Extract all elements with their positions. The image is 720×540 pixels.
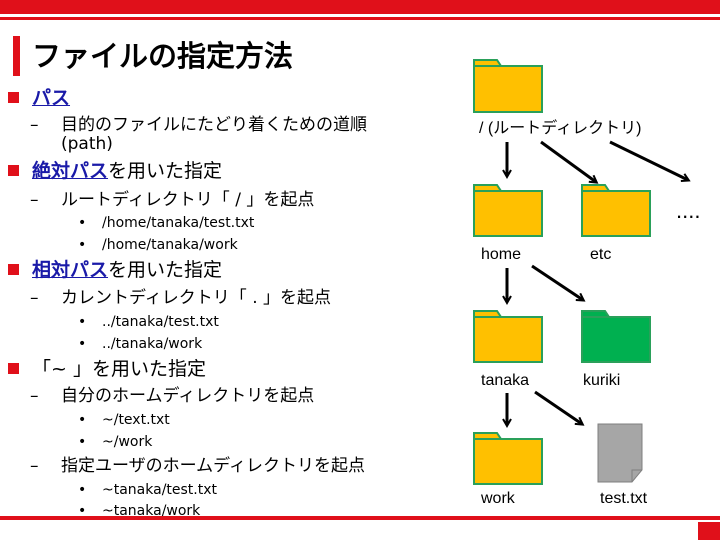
bullet-square-icon — [8, 264, 19, 275]
testfile-label: test.txt — [600, 490, 648, 507]
bullet-square-icon — [8, 363, 19, 374]
arrow-home-kuriki — [531, 264, 583, 300]
title-marker — [13, 36, 20, 76]
ellipsis-label: .... — [676, 198, 700, 223]
etc-folder-icon[interactable] — [581, 184, 651, 237]
file-icon[interactable] — [597, 423, 643, 483]
term-absolute-link[interactable]: 絶対パス — [32, 160, 109, 182]
term-relative-link[interactable]: 相対パス — [32, 259, 109, 281]
kuriki-folder-icon[interactable] — [581, 310, 651, 363]
bullet-square-icon — [8, 92, 19, 103]
top-bar — [0, 0, 720, 14]
corner-box — [698, 522, 720, 540]
term-path-link[interactable]: パス — [32, 87, 71, 109]
tanaka-folder-icon[interactable] — [473, 310, 543, 363]
root-label: / (ルートディレクトリ) — [479, 118, 641, 137]
kuriki-label: kuriki — [583, 372, 620, 389]
etc-label: etc — [590, 246, 611, 263]
work-folder-icon[interactable] — [473, 432, 543, 485]
bottom-line — [0, 516, 720, 520]
arrow-root-etc — [540, 140, 596, 182]
work-label: work — [480, 490, 516, 507]
root-folder-icon[interactable] — [473, 59, 543, 113]
bullet-square-icon — [8, 165, 19, 176]
home-folder-icon[interactable] — [473, 184, 543, 237]
top-line — [0, 17, 720, 20]
arrow-tanaka-test — [534, 390, 582, 424]
arrow-root-more — [609, 140, 688, 180]
slide-title: ファイルの指定方法 — [32, 39, 294, 73]
tanaka-label: tanaka — [481, 372, 529, 389]
home-label: home — [481, 246, 521, 263]
